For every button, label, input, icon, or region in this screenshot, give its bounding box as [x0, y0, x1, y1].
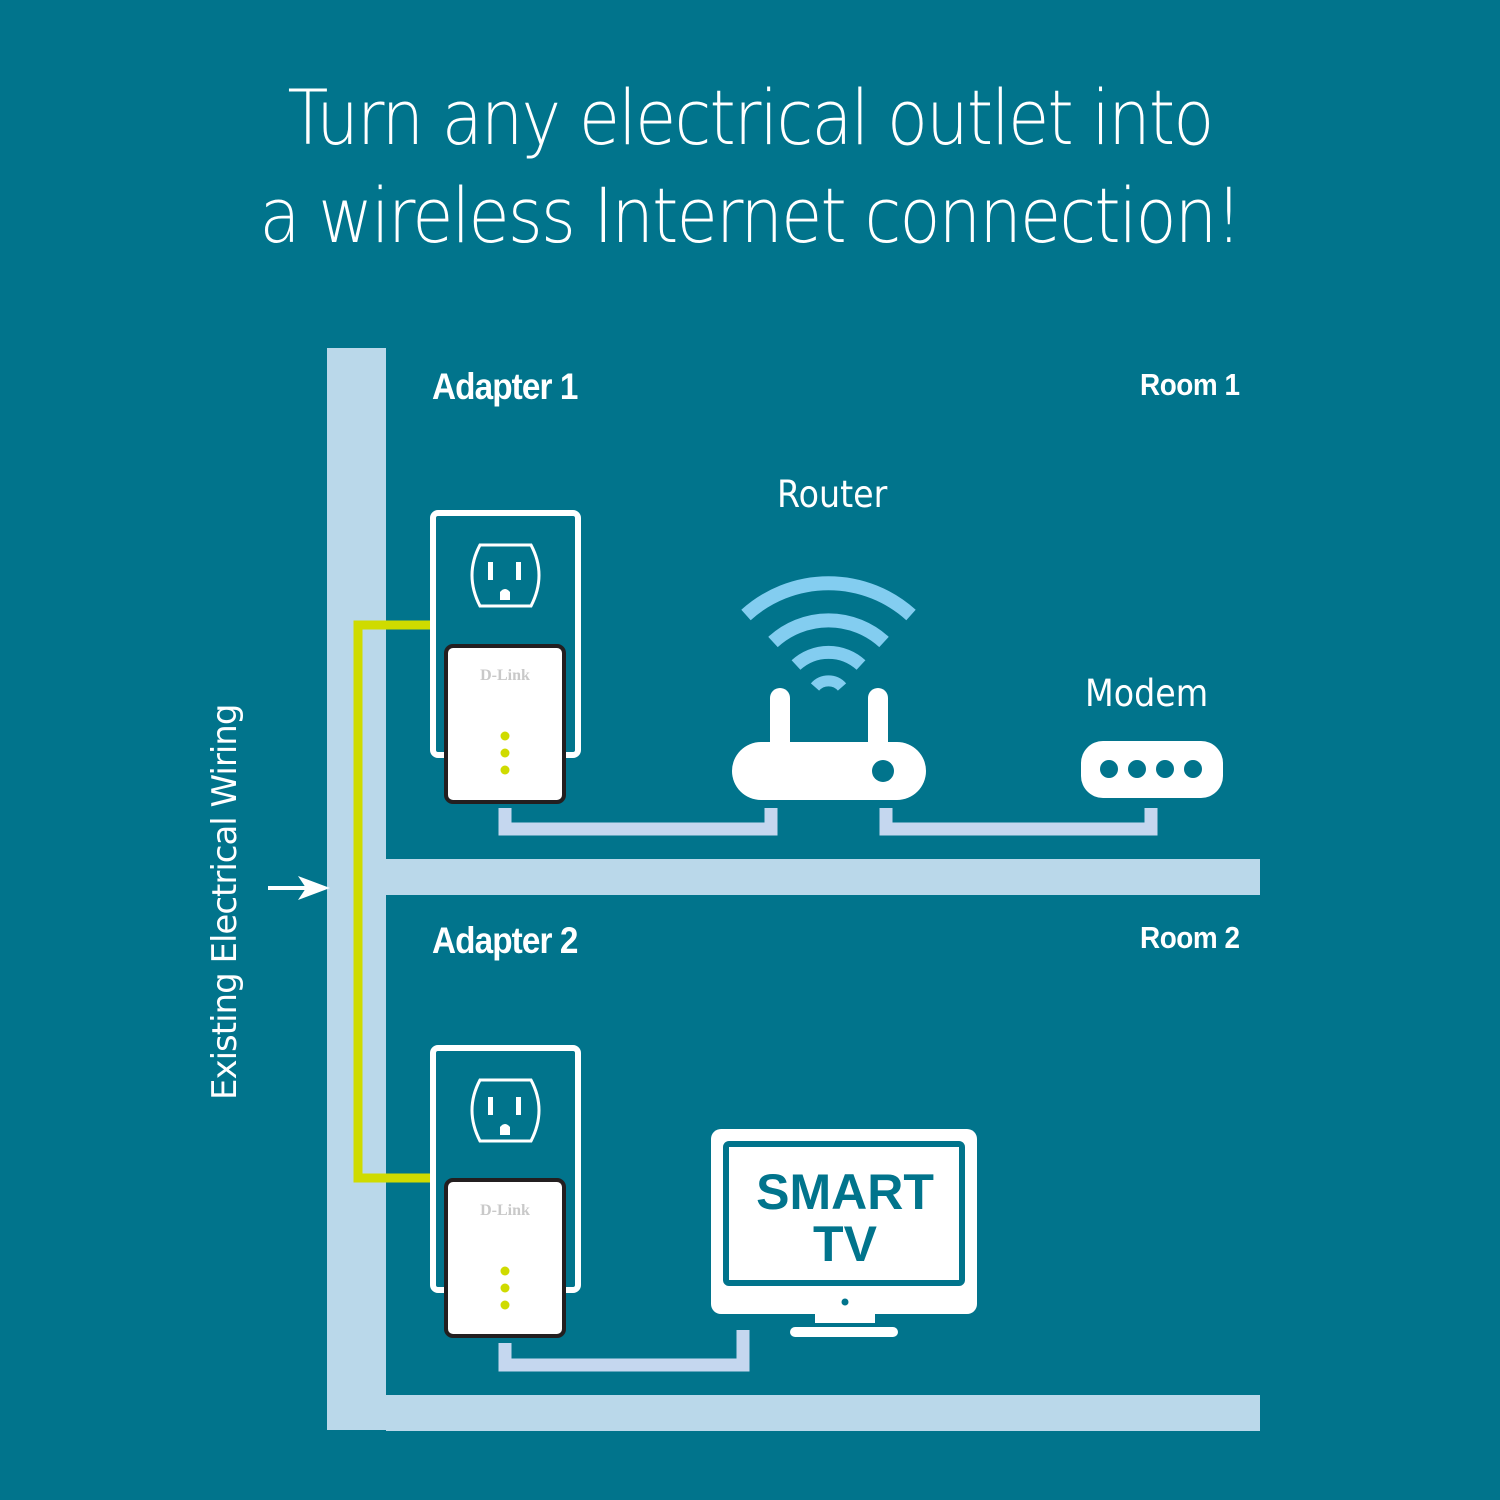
arrow-right-icon	[268, 876, 330, 900]
cable-adapter1-router	[498, 808, 778, 836]
smart-tv-label-line-1: SMART	[756, 1164, 934, 1220]
outlet-socket-icon	[470, 543, 541, 608]
router-label: Router	[777, 473, 888, 516]
floor-room-2	[386, 1395, 1260, 1431]
wifi-signal-icon	[741, 576, 916, 691]
adapter-1-label: Adapter 1	[432, 366, 578, 407]
powerline-wire	[353, 620, 435, 1183]
led-indicator	[500, 1283, 510, 1293]
room-1-label: Room 1	[1140, 367, 1240, 402]
existing-wiring-label: Existing Electrical Wiring	[205, 704, 245, 1100]
led-indicator	[500, 731, 510, 741]
smart-tv-label-line-2: TV	[813, 1216, 877, 1272]
led-indicator	[500, 748, 510, 758]
adapter-2-brand-logo: D-Link	[480, 1202, 530, 1219]
outlet-socket-icon	[470, 1078, 541, 1143]
modem-label: Modem	[1085, 672, 1209, 715]
led-indicator	[500, 765, 510, 775]
router-wifi-icon	[732, 576, 926, 800]
powerline-adapter-2	[444, 1178, 566, 1338]
smart-tv-icon	[711, 1129, 977, 1337]
floor-room-1	[386, 859, 1260, 895]
led-indicator	[500, 1300, 510, 1310]
powerline-adapter-1	[444, 644, 566, 804]
room-2-label: Room 2	[1140, 920, 1240, 955]
building-walls	[327, 348, 1260, 1431]
cable-adapter2-tv	[498, 1330, 750, 1372]
headline-line-1: Turn any electrical outlet into	[287, 73, 1214, 162]
adapter-2-label: Adapter 2	[432, 920, 578, 961]
headline-line-2: a wireless Internet connection!	[259, 171, 1243, 260]
adapter-1-brand-logo: D-Link	[480, 667, 530, 684]
cable-router-modem	[879, 808, 1158, 836]
ethernet-cables	[498, 808, 1158, 1372]
modem-icon	[1081, 741, 1223, 798]
led-indicator	[500, 1266, 510, 1276]
